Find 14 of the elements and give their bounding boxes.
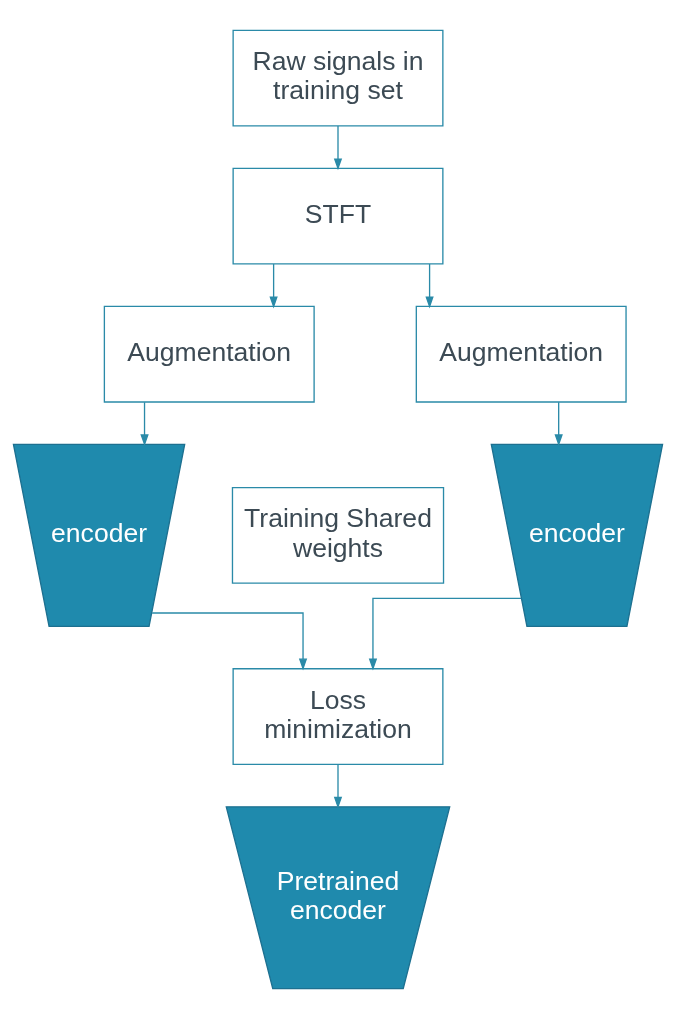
arrow: [333, 124, 343, 170]
arrow: [333, 763, 343, 809]
node-box: Training Shared weights: [231, 486, 445, 584]
arrow: [368, 597, 522, 671]
arrow: [140, 401, 149, 446]
arrow: [151, 611, 308, 670]
node-box: Loss minimization: [232, 667, 444, 765]
arrow: [269, 262, 278, 308]
node-box: STFT: [232, 167, 444, 265]
arrow: [554, 401, 563, 446]
arrow: [425, 262, 434, 308]
node-box: Augmentation: [103, 305, 315, 403]
node-box: Raw signals in training set: [232, 29, 444, 127]
node-box: Augmentation: [415, 305, 627, 403]
